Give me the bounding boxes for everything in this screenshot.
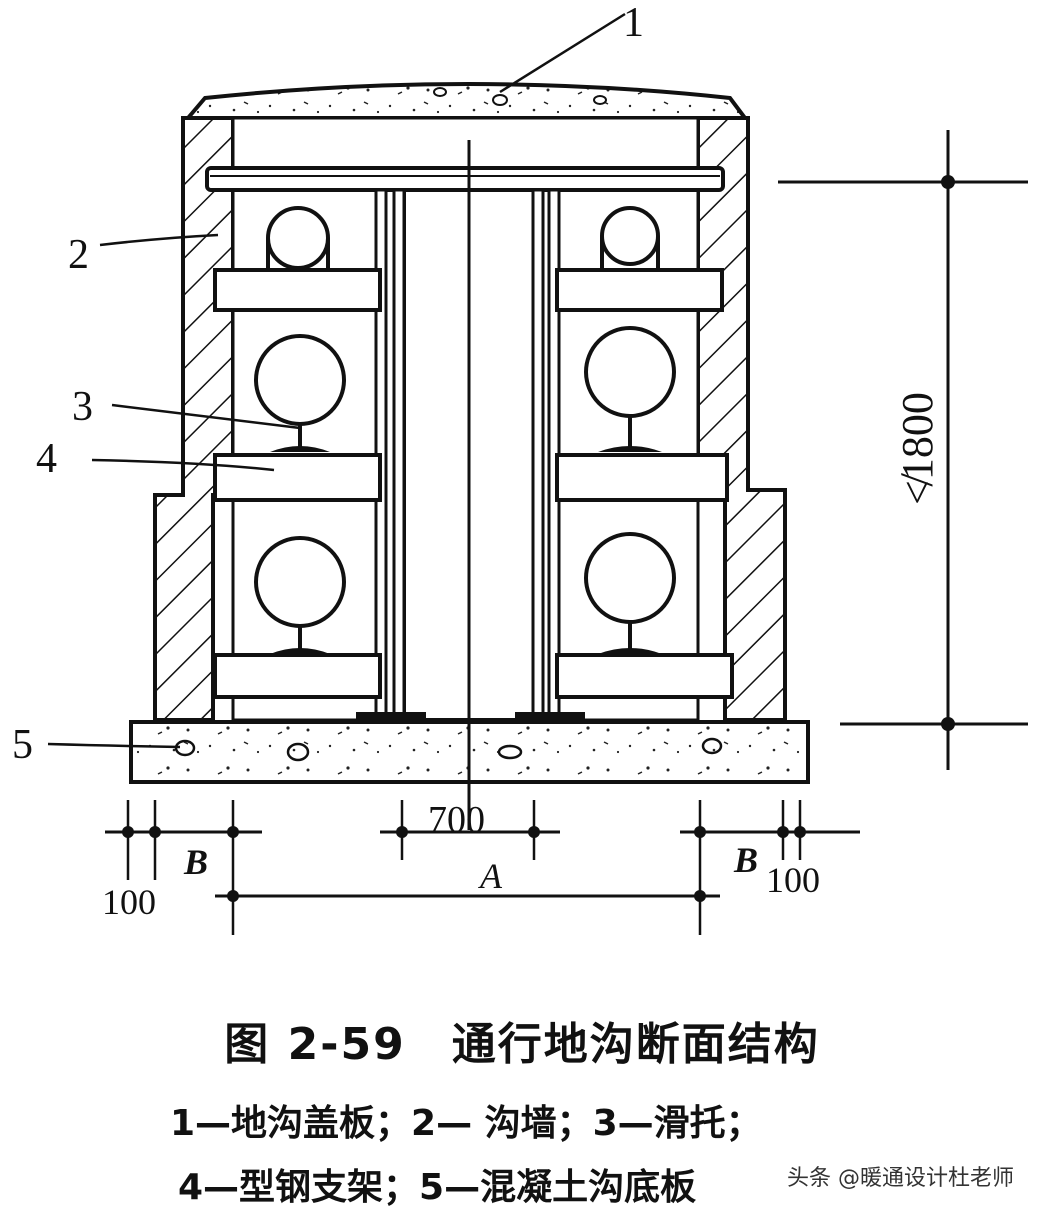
trench-section-drawing: ≮1800 700 A B B 100 100: [12, 0, 1028, 935]
callout-5: 5: [12, 722, 33, 768]
pipes: [254, 206, 676, 654]
dim-trench-width: A: [478, 856, 503, 896]
top-steel-bracket: [205, 166, 725, 192]
figure-caption-legend-1: 1—地沟盖板；2— 沟墙；3—滑托；: [170, 1103, 762, 1144]
dim-center-width: 700: [428, 799, 485, 841]
height-dimension: [778, 130, 1028, 770]
figure-caption-title: 图 2-59 通行地沟断面结构: [224, 1019, 820, 1070]
dim-side-left: B: [183, 842, 208, 882]
callout-2: 2: [68, 232, 89, 278]
figure-caption-legend-2: 4—型钢支架；5—混凝土沟底板: [178, 1167, 697, 1208]
dim-offset-left: 100: [102, 882, 156, 922]
source-watermark: 头条 @暖通设计杜老师: [781, 1158, 1020, 1194]
width-dimensions: [105, 800, 860, 935]
callout-leaders: [47, 12, 626, 749]
trench-wall-right: [696, 116, 787, 722]
dim-side-right: B: [733, 840, 758, 880]
steel-shelf-brackets: [213, 268, 734, 699]
dim-offset-right: 100: [766, 860, 820, 900]
callout-1: 1: [623, 0, 644, 46]
callout-4: 4: [36, 436, 57, 482]
height-dimension-label: ≮1800: [893, 392, 942, 505]
callout-3: 3: [72, 384, 93, 430]
trench-cover-slab: [183, 82, 749, 120]
